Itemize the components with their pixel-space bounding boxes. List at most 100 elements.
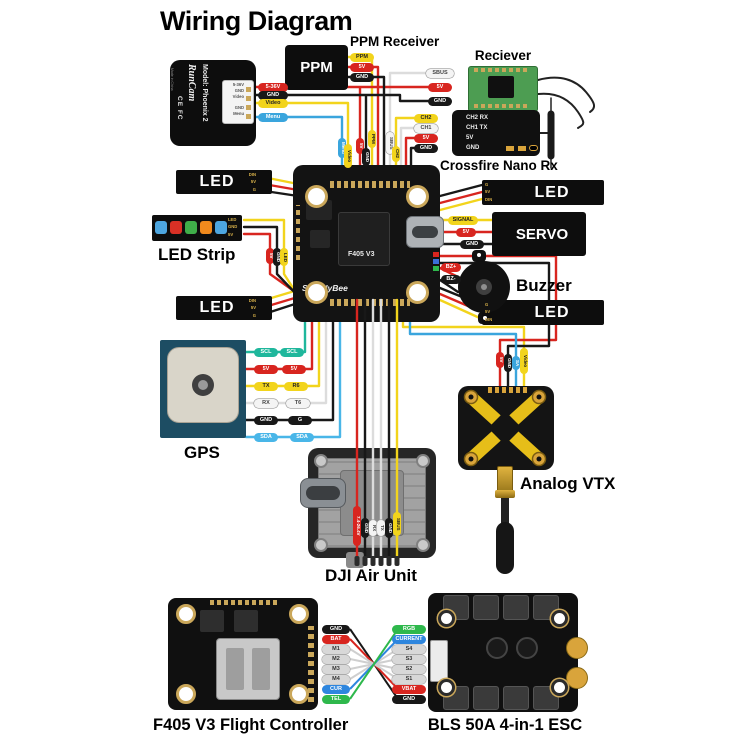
ppm-box-label: PPM [300, 59, 333, 76]
wire-label: GND [414, 143, 438, 153]
wire-label: BZ- [441, 275, 461, 284]
led-pin-label: G [485, 181, 489, 187]
camera-made-in: Made in China [170, 68, 174, 91]
camera-pin-label: Menu [233, 111, 244, 116]
battery-pad [566, 637, 588, 659]
wire-label: 5V [414, 133, 438, 143]
mosfet [473, 686, 499, 710]
led-strip-pixel [185, 221, 197, 234]
servo-box: SERVO [492, 212, 586, 256]
camera-pin-label: GND [234, 88, 244, 93]
wire-label: M2 [322, 654, 350, 664]
wire-label: R6 [284, 381, 308, 391]
led-bar-left-top: LED [176, 170, 272, 194]
mounting-hole [176, 604, 196, 624]
led-label: LED [199, 173, 235, 190]
camera-model: Model: Phoenix 2 [201, 64, 208, 122]
wire-label: CH2 [392, 146, 400, 162]
led-label: LED [534, 303, 570, 321]
wire-label: 5V [266, 248, 274, 264]
esc-title: BLS 50A 4-in-1 ESC [427, 716, 583, 734]
wire-label: GND [350, 72, 374, 82]
led-bar-left-bottom: LED [176, 296, 272, 320]
mounting-hole [406, 185, 429, 208]
dji-title: DJI Air Unit [325, 566, 417, 585]
led-pin-label: DIN [485, 316, 493, 322]
servo-label: SERVO [515, 225, 569, 243]
strip-pin-label: LED [228, 216, 237, 222]
wire-label: GND [361, 518, 369, 538]
esc-capacitor [516, 637, 538, 659]
wire-label: RX [369, 520, 377, 536]
wire-label: CH1 [414, 123, 438, 133]
led-label: LED [534, 183, 570, 201]
led-pin-label: 5V [250, 305, 256, 310]
wire-label: Menu [258, 112, 288, 122]
ppm-receiver-box: PPM [285, 45, 348, 90]
dji-usb-slot [306, 486, 340, 500]
led-pin-label: DIN [248, 297, 256, 303]
wire-label: PPM [368, 130, 376, 148]
crossfire-pin-label: CH1 TX [466, 124, 488, 131]
wire-label: SCL [280, 347, 304, 357]
wire-label: 5V [350, 62, 374, 72]
status-led [433, 252, 439, 257]
led-pin-label: DIN [248, 171, 256, 177]
wire-label: Video [520, 348, 528, 374]
led-pin-label: G [252, 312, 256, 318]
led-pin-label: G [252, 186, 256, 192]
wire-label: TX [377, 520, 385, 536]
wire-label: Video [344, 144, 352, 168]
wire-label: GND [258, 90, 288, 100]
wire-label: SDA [254, 432, 278, 442]
screw [314, 454, 328, 468]
crossfire-title: Crossfire Nano Rx [440, 158, 558, 173]
wire-label: T6 [286, 398, 310, 408]
wire-label: Video [258, 98, 288, 108]
wire-label: M1 [322, 644, 350, 654]
mounting-hole [176, 684, 196, 704]
led-strip [152, 215, 242, 241]
crossfire-pin-label: GND [466, 144, 480, 151]
page-title: Wiring Diagram [160, 6, 353, 36]
wire-label: RX [254, 398, 278, 408]
mounting-hole [289, 684, 309, 704]
led-strip-pixel [170, 221, 182, 234]
led-pin-label: DIN [485, 196, 493, 202]
mosfet [503, 595, 529, 620]
wire-label: GND [428, 96, 452, 106]
wire-label: 5V [496, 352, 504, 368]
mounting-hole [289, 604, 309, 624]
receiver-title: Reciever [474, 48, 532, 63]
vtx-title: Analog VTX [520, 474, 616, 493]
microsd-detail [226, 648, 244, 690]
status-led [433, 266, 439, 271]
crossfire-led [529, 145, 538, 151]
ppm-receiver-title: PPM Receiver [350, 34, 440, 49]
wire-label: SA [512, 356, 520, 370]
mosfet [473, 595, 499, 620]
mounting-hole [438, 610, 455, 627]
led-strip-pixel [200, 221, 212, 234]
wire-label: BZ+ [441, 263, 461, 272]
mounting-hole [305, 185, 328, 208]
fc2-chip [234, 610, 258, 632]
wire-label: TEL [322, 694, 350, 704]
wire-label: GND [273, 248, 281, 266]
wire-label: SBUS [393, 512, 401, 536]
gps-title: GPS [184, 443, 220, 462]
crossfire-pad [506, 146, 514, 151]
led-strip-pixel [215, 221, 227, 234]
wire-label: GND [362, 148, 370, 166]
fc2-chip [200, 610, 224, 632]
wire-label: G [288, 415, 312, 425]
wire-label: GND [322, 624, 350, 634]
wire-label: BAT [322, 634, 350, 644]
wire-label: CURRENT [392, 634, 426, 644]
led-pin-label: G [485, 301, 489, 307]
led-pin-label: 5V [485, 189, 491, 194]
strip-pin-label: GND [228, 224, 238, 229]
wire-label: 7.4-26.4V [353, 506, 361, 546]
